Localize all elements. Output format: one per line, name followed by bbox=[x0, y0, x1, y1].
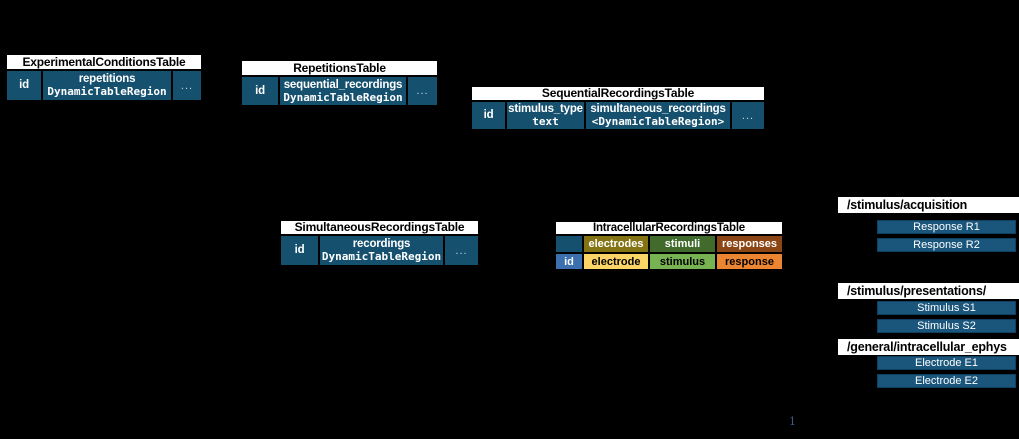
cell-id: id bbox=[242, 77, 278, 105]
table-simultaneous-recordings: SimultaneousRecordingsTable id recording… bbox=[281, 221, 478, 265]
path-label-stimulus-acquisition: /stimulus/acquisition bbox=[838, 197, 1019, 213]
cell-group-stimuli: stimuli bbox=[648, 236, 715, 252]
table-title: ExperimentalConditionsTable bbox=[7, 55, 201, 69]
cell-stimulus-type: stimulus_type text bbox=[505, 102, 584, 129]
cell-id: id bbox=[7, 71, 41, 100]
cell-electrode: electrode bbox=[582, 254, 648, 269]
cell-id: id bbox=[556, 254, 582, 269]
bar-electrode-e1: Electrode E1 bbox=[877, 356, 1016, 370]
cell-simultaneous-recordings: simultaneous_recordings <DynamicTableReg… bbox=[584, 102, 730, 129]
table-title: SimultaneousRecordingsTable bbox=[281, 221, 478, 234]
table-row: id stimulus_type text simultaneous_recor… bbox=[472, 100, 764, 129]
table-title: RepetitionsTable bbox=[242, 61, 437, 75]
cell-ellipsis: ... bbox=[406, 77, 437, 105]
table-intracellular-recordings: IntracellularRecordingsTable electrodes … bbox=[556, 222, 782, 269]
table-title: SequentialRecordingsTable bbox=[472, 87, 764, 100]
table-repetitions: RepetitionsTable id sequential_recording… bbox=[242, 61, 437, 105]
table-row: id recordings DynamicTableRegion ... bbox=[281, 234, 478, 265]
path-label-stimulus-presentations: /stimulus/presentations/ bbox=[838, 283, 1019, 299]
page-number: 1 bbox=[789, 415, 796, 428]
table-row: id sequential_recordings DynamicTableReg… bbox=[242, 75, 437, 105]
bar-electrode-e2: Electrode E2 bbox=[877, 374, 1016, 388]
table-column-row: id electrode stimulus response bbox=[556, 252, 782, 269]
cell-id: id bbox=[281, 236, 318, 265]
cell-blank bbox=[556, 236, 582, 252]
cell-group-electrodes: electrodes bbox=[582, 236, 648, 252]
table-experimental-conditions: ExperimentalConditionsTable id repetitio… bbox=[7, 55, 201, 100]
cell-id: id bbox=[472, 102, 505, 129]
cell-stimulus: stimulus bbox=[648, 254, 715, 269]
bar-response-r1: Response R1 bbox=[877, 220, 1016, 234]
cell-response: response bbox=[715, 254, 782, 269]
cell-recordings: recordings DynamicTableRegion bbox=[318, 236, 443, 265]
cell-repetitions: repetitions DynamicTableRegion bbox=[41, 71, 171, 100]
bar-response-r2: Response R2 bbox=[877, 238, 1016, 252]
table-category-row: electrodes stimuli responses bbox=[556, 234, 782, 252]
cell-ellipsis: ... bbox=[443, 236, 478, 265]
table-sequential-recordings: SequentialRecordingsTable id stimulus_ty… bbox=[472, 87, 764, 129]
path-label-general-intracellular-ephys: /general/intracellular_ephys bbox=[838, 339, 1019, 355]
bar-stimulus-s1: Stimulus S1 bbox=[877, 301, 1016, 315]
cell-sequential-recordings: sequential_recordings DynamicTableRegion bbox=[278, 77, 406, 105]
cell-ellipsis: ... bbox=[730, 102, 764, 129]
bar-stimulus-s2: Stimulus S2 bbox=[877, 319, 1016, 333]
cell-group-responses: responses bbox=[715, 236, 782, 252]
table-title: IntracellularRecordingsTable bbox=[556, 222, 782, 234]
cell-ellipsis: ... bbox=[171, 71, 201, 100]
table-row: id repetitions DynamicTableRegion ... bbox=[7, 69, 201, 100]
